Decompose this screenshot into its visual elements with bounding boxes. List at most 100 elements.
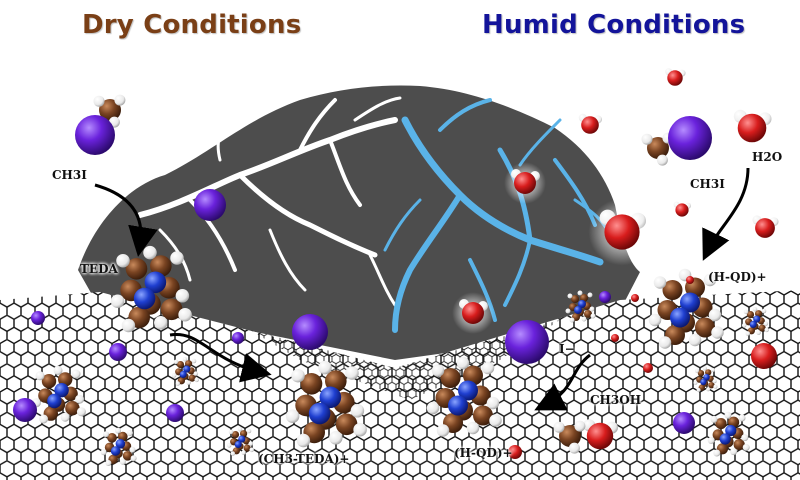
hydrogen-atom: [237, 426, 243, 432]
nitrogen-atom: [670, 307, 690, 328]
oxygen-atom: [611, 334, 619, 342]
nitrogen-atom: [700, 378, 707, 386]
hydrogen-atom: [742, 443, 750, 451]
oxygen-atom: [755, 218, 775, 238]
carbon-atom: [755, 310, 763, 318]
hydrogen-atom: [100, 449, 107, 456]
hydrogen-atom: [103, 431, 109, 438]
hydrogen-atom: [730, 448, 738, 456]
hydrogen-atom: [481, 361, 495, 375]
oxygen-atom: [631, 294, 639, 302]
hydrogen-atom: [553, 421, 565, 433]
label-ch3-teda: (CH3-TEDA)+: [258, 452, 350, 466]
hydrogen-atom: [53, 365, 63, 375]
hydrogen-atom: [703, 366, 707, 371]
hydrogen-atom: [567, 293, 573, 299]
hydrogen-atom: [590, 313, 596, 319]
iodine-atom: [194, 189, 226, 221]
carbon-atom: [188, 374, 196, 382]
hydrogen-atom: [230, 451, 236, 456]
nitrogen-atom: [133, 287, 156, 310]
nitrogen-atom: [703, 374, 710, 381]
hydrogen-atom: [130, 455, 137, 462]
hydrogen-atom: [71, 369, 81, 379]
hydrogen-atom: [35, 371, 45, 381]
iodine-atom: [166, 404, 184, 422]
carbon-atom: [300, 373, 323, 395]
hydrogen-atom: [285, 409, 300, 423]
hydrogen-atom: [741, 323, 747, 328]
nitrogen-atom: [578, 300, 586, 308]
nitrogen-atom: [238, 435, 246, 443]
hydrogen-atom: [121, 318, 136, 333]
hydrogen-atom: [752, 306, 758, 312]
hydrogen-atom: [175, 381, 181, 386]
hydrogen-atom: [249, 447, 254, 453]
oxygen-atom: [686, 276, 694, 284]
carbon-atom: [99, 99, 121, 121]
carbon-atom: [231, 431, 240, 439]
carbon-atom: [584, 310, 592, 318]
hydrogen-atom: [688, 333, 702, 347]
hydrogen-atom: [456, 356, 470, 370]
carbon-atom: [160, 298, 183, 321]
hydrogen-atom: [724, 411, 732, 419]
arrow-hqd-to-ch3oh: [534, 353, 591, 411]
iodine-atom: [109, 343, 127, 361]
hydrogen-atom: [653, 276, 667, 289]
hydrogen-atom: [154, 316, 168, 330]
carbon-atom: [559, 425, 581, 447]
molecules: [13, 63, 784, 466]
nitrogen-atom: [115, 439, 126, 449]
label-h2o: H2O: [752, 150, 783, 164]
carbon-atom: [440, 368, 461, 388]
hydrogen-atom: [693, 380, 698, 385]
oxygen-atom: [604, 214, 640, 250]
hydrogen-atom: [241, 450, 246, 455]
hydrogen-atom: [713, 384, 718, 389]
hydrogen-atom: [143, 245, 157, 260]
carbon-atom: [571, 295, 579, 303]
hydrogen-atom: [745, 331, 751, 336]
oxygen-atom: [581, 116, 599, 134]
carbon-atom: [240, 430, 248, 438]
humid-conditions-title: Humid Conditions: [482, 10, 746, 40]
oxygen-atom: [514, 172, 536, 194]
hydrogen-atom: [39, 414, 49, 424]
hydrogen-atom: [296, 433, 311, 448]
hydrogen-atom: [173, 359, 179, 365]
hydrogen-atom: [318, 360, 332, 375]
hydrogen-atom: [171, 373, 177, 378]
hydrogen-atom: [658, 336, 672, 349]
hydrogen-atom: [345, 366, 359, 380]
carbon-atom: [746, 311, 755, 319]
oxygen-atom: [508, 445, 522, 459]
carbon-atom: [125, 258, 148, 280]
hydrogen-atom: [291, 368, 305, 383]
nitrogen-atom: [680, 292, 700, 313]
nitrogen-atom: [179, 370, 187, 379]
nitrogen-atom: [448, 395, 468, 416]
carbon-atom: [185, 360, 193, 368]
hydrogen-atom: [127, 430, 133, 436]
iodine-atom: [599, 291, 611, 303]
hydrogen-atom: [119, 458, 126, 465]
label-ch3i-left: CH3I: [52, 168, 87, 182]
hydrogen-atom: [695, 368, 699, 373]
hydrogen-atom: [589, 306, 595, 312]
dry-conditions-title: Dry Conditions: [82, 10, 302, 40]
carbon-atom: [715, 418, 727, 430]
iodine-atom: [232, 332, 244, 344]
iodine-atom: [505, 320, 549, 364]
nitrogen-atom: [574, 306, 582, 314]
hydrogen-atom: [656, 154, 668, 166]
arrow-h2o-to-hqd: [702, 167, 750, 261]
carbon-atom: [728, 416, 740, 428]
label-h-qd-bottom: (H-QD)+: [454, 446, 513, 460]
hydrogen-atom: [489, 414, 502, 427]
hydrogen-atom: [248, 441, 254, 446]
hydrogen-atom: [116, 253, 130, 268]
hydrogen-atom: [710, 415, 718, 423]
carbon-atom: [243, 444, 251, 452]
nitrogen-atom: [183, 365, 191, 373]
